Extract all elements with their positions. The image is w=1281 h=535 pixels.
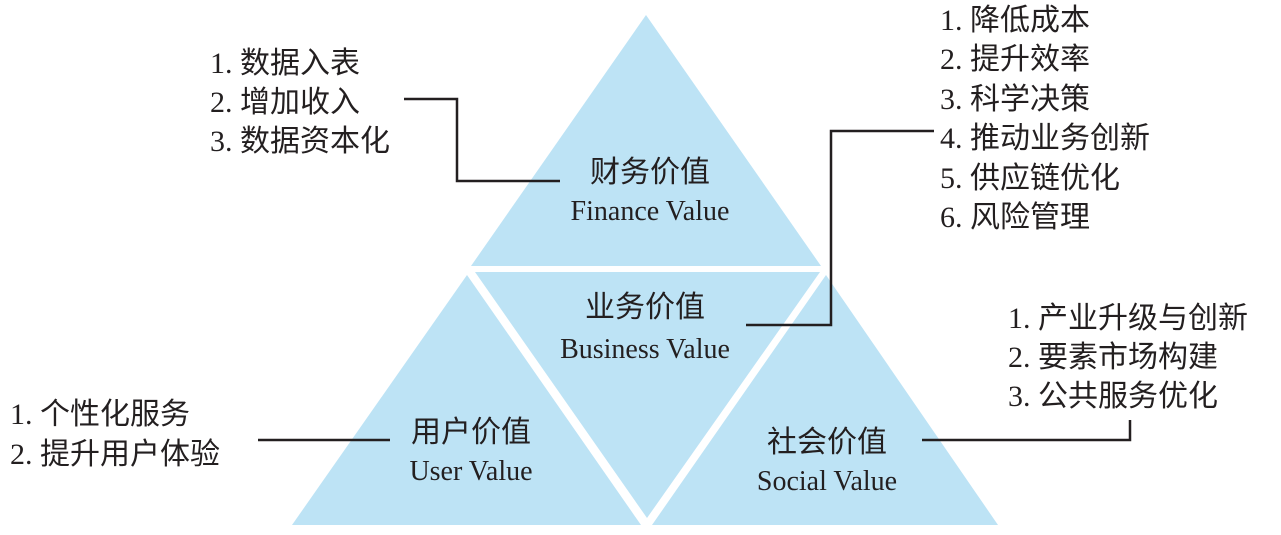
finance-title-en: Finance Value	[571, 196, 730, 227]
user-list: 1. 个性化服务 2. 提升用户体验	[10, 398, 220, 471]
social-triangle	[652, 275, 998, 525]
social-title-en: Social Value	[757, 466, 897, 497]
list-item: 2. 提升用户体验	[10, 438, 220, 471]
list-item: 2. 要素市场构建	[1008, 341, 1218, 374]
list-item: 2. 增加收入	[210, 86, 360, 119]
list-item: 3. 科学决策	[940, 83, 1090, 116]
social-list: 1. 产业升级与创新 2. 要素市场构建 3. 公共服务优化	[1008, 302, 1248, 413]
list-item: 5. 供应链优化	[940, 162, 1120, 195]
list-item: 3. 数据资本化	[210, 125, 390, 158]
list-item: 1. 降低成本	[940, 4, 1090, 37]
business-connector	[746, 129, 934, 327]
business-triangle	[475, 272, 820, 518]
social-title-zh: 社会价值	[767, 426, 887, 459]
business-title-en: Business Value	[560, 334, 730, 365]
list-item: 1. 产业升级与创新	[1008, 302, 1248, 335]
list-item: 6. 风险管理	[940, 201, 1090, 234]
finance-connector	[404, 97, 560, 183]
finance-triangle	[471, 15, 821, 266]
user-triangle	[292, 275, 641, 525]
list-item: 2. 提升效率	[940, 43, 1090, 76]
list-item: 3. 公共服务优化	[1008, 380, 1218, 413]
user-title-en: User Value	[409, 456, 532, 487]
finance-list: 1. 数据入表 2. 增加收入 3. 数据资本化	[210, 47, 390, 158]
list-item: 1. 个性化服务	[10, 398, 190, 431]
business-title-zh: 业务价值	[585, 291, 705, 324]
social-connector	[922, 420, 1132, 442]
user-title-zh: 用户价值	[411, 416, 531, 449]
finance-title-zh: 财务价值	[590, 156, 710, 189]
list-item: 1. 数据入表	[210, 47, 360, 80]
business-list: 1. 降低成本 2. 提升效率 3. 科学决策 4. 推动业务创新 5. 供应链…	[940, 4, 1150, 234]
list-item: 4. 推动业务创新	[940, 122, 1150, 155]
